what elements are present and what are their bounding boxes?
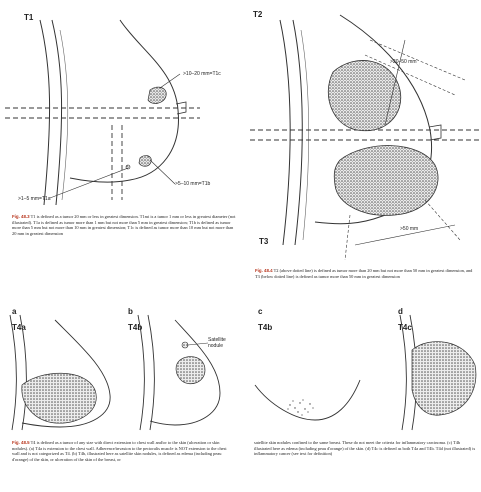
caption-text: T2 (above dotted line) is defined as tum… bbox=[255, 268, 472, 279]
caption-fig-48-5-left: Fig. 48.5 T4 is defined as a tumor of an… bbox=[12, 440, 234, 462]
satellite-nodule-note: Satellite nodule bbox=[208, 337, 238, 349]
caption-text-right: satellite skin nodules confined to the s… bbox=[254, 440, 476, 457]
caption-fig-48-5-right: satellite skin nodules confined to the s… bbox=[254, 440, 476, 457]
fig-number: Fig. 48.4 bbox=[255, 268, 273, 273]
caption-fig-48-4: Fig. 48.4 T2 (above dotted line) is defi… bbox=[255, 268, 477, 279]
figure-t4b: b T4b Satellite nodule bbox=[120, 305, 240, 435]
figure-t2-t3: T2 T3 >20–50 mm >50 mm bbox=[245, 0, 481, 270]
t4b-edema-illustration bbox=[250, 305, 370, 435]
fig-number: Fig. 48.3 bbox=[12, 214, 30, 219]
fig-number: Fig. 48.5 bbox=[12, 440, 30, 445]
t2-t3-illustration bbox=[245, 0, 481, 270]
caption-fig-48-3: Fig. 48.3 T1 is defined as a tumor 20 mm… bbox=[12, 214, 236, 236]
t4c-illustration bbox=[370, 305, 481, 435]
t1b-dim: >5–10 mm=T1b bbox=[175, 181, 210, 187]
t1c-dim: >10–20 mm=T1c bbox=[183, 71, 221, 77]
t2-dim: >20–50 mm bbox=[390, 59, 417, 65]
t4a-illustration bbox=[0, 305, 120, 435]
t1a-dim: >1–5 mm=T1a bbox=[18, 196, 51, 202]
figure-t4b-edema: c T4b bbox=[250, 305, 370, 435]
t3-dim: >50 mm bbox=[400, 226, 418, 232]
caption-text-left: T4 is defined as a tumor of any size wit… bbox=[12, 440, 227, 462]
figure-t4c: d T4c bbox=[370, 305, 481, 435]
caption-text: T1 is defined as a tumor 20 mm or less i… bbox=[12, 214, 236, 236]
figure-t1: T1 >10–20 mm=T1c >1–5 mm=T1a bbox=[0, 0, 240, 212]
figure-t4a: a T4a bbox=[0, 305, 120, 435]
t4b-illustration bbox=[120, 305, 240, 435]
